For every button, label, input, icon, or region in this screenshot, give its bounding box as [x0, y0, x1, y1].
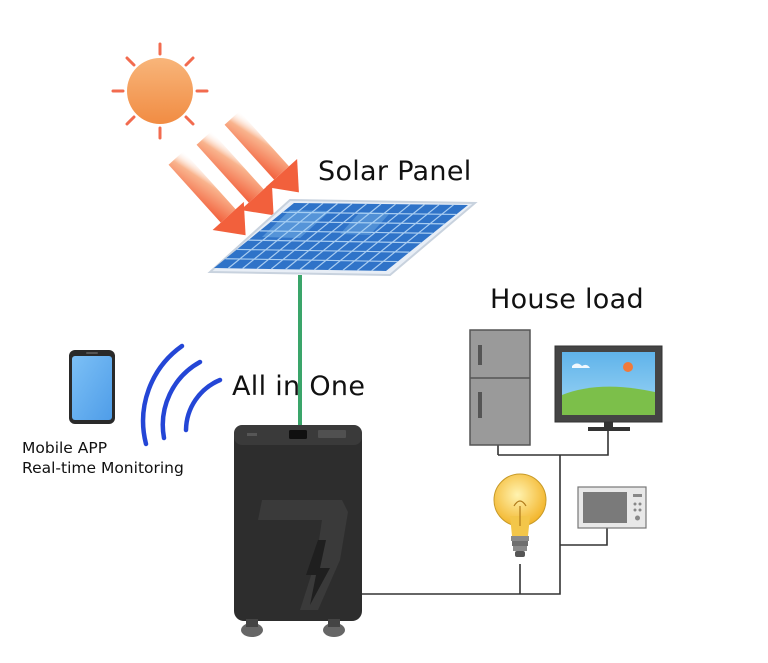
sun-beams-icon: [168, 111, 299, 236]
tv-icon: [554, 345, 663, 431]
all-in-one-label: All in One: [232, 371, 366, 402]
fridge-icon: [469, 329, 531, 446]
ac-wiring: [362, 430, 609, 595]
house-load-label: House load: [490, 284, 644, 315]
solar-panel-icon: [207, 198, 478, 277]
microwave-icon: [577, 486, 647, 529]
all-in-one-unit-icon: [234, 425, 362, 637]
solar-panel-label: Solar Panel: [318, 156, 472, 187]
wifi-icon: [140, 343, 223, 447]
phone-icon: [69, 350, 115, 424]
light-bulb-icon: [493, 473, 547, 557]
real-time-monitoring-label: Real-time Monitoring: [22, 459, 184, 477]
mobile-app-label: Mobile APP: [22, 439, 108, 457]
sun-icon: [111, 42, 209, 140]
